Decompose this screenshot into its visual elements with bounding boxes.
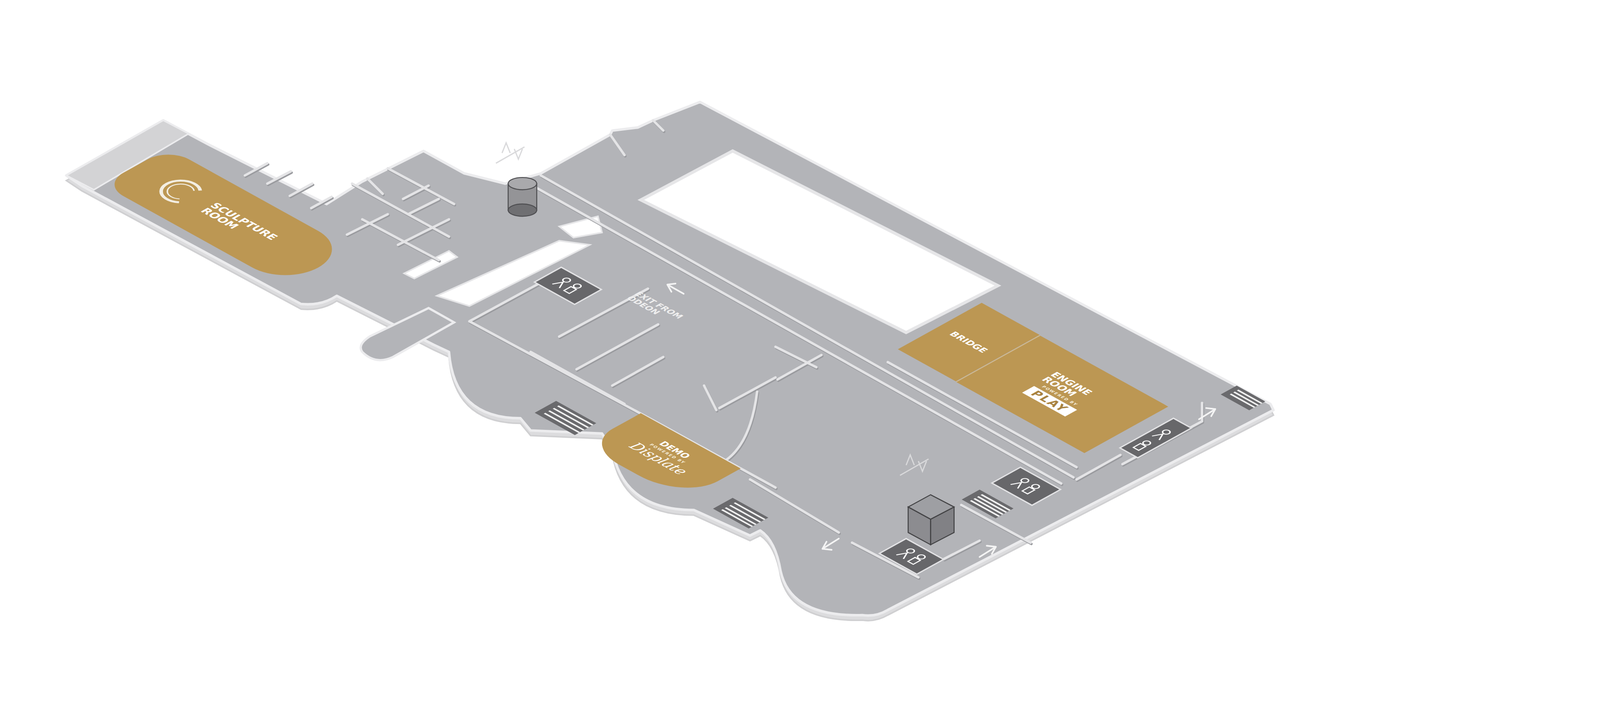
map-detail (1010, 480, 1025, 489)
stairs (1220, 385, 1266, 411)
map-detail (563, 286, 577, 294)
map-detail (907, 557, 921, 565)
map-detail (495, 142, 525, 164)
wall-shadow (245, 121, 1203, 579)
text-stack: ENGINE ROOMPOWERED BYPLAY (1020, 370, 1105, 418)
area-label: EXIT FROM ODEON (624, 290, 695, 330)
text-stack: BRIDGE (947, 330, 990, 355)
map-detail (1230, 390, 1262, 408)
map-detail (1152, 432, 1167, 440)
map-detail (900, 455, 929, 476)
map-detail (534, 400, 597, 435)
map-detail (1220, 385, 1266, 411)
escalator-symbol (495, 142, 929, 476)
map-detail (1132, 428, 1173, 451)
stairs (961, 490, 1014, 519)
map-detail (1010, 477, 1041, 494)
map-detail (667, 283, 684, 294)
map-detail (508, 177, 538, 190)
exhibit-room: DEMOPOWERED BYDisplate (583, 413, 741, 501)
map-detail (508, 204, 538, 217)
curved-wall (161, 181, 197, 201)
exhibit-room: SCULPTURE ROOM (102, 147, 352, 286)
toilet-room (991, 467, 1061, 506)
small-alcove (360, 308, 455, 361)
map-detail (534, 267, 602, 305)
map-detail (908, 495, 955, 520)
map-detail (552, 280, 567, 289)
courtyard (640, 150, 998, 333)
sponsor-text: Displate (625, 440, 692, 478)
map-detail (896, 547, 927, 565)
floor-slab (66, 102, 1274, 616)
map-detail (970, 494, 1010, 517)
stairs (534, 400, 597, 435)
room-name: BRIDGE (947, 330, 990, 355)
map-detail (879, 538, 944, 575)
map-detail (896, 551, 911, 560)
map-detail (552, 276, 583, 294)
map-detail (722, 502, 765, 527)
cylinder-lift (508, 177, 538, 217)
stairs (712, 497, 769, 529)
map-detail (979, 545, 996, 558)
toilet-room (879, 538, 944, 575)
map-detail (1199, 408, 1216, 420)
map-detail (1133, 443, 1146, 451)
exit-arrow (667, 283, 1216, 558)
map-detail (961, 490, 1014, 519)
map-detail (712, 497, 769, 529)
interior-wall (245, 120, 1203, 578)
toilet-room (534, 267, 602, 305)
curved-wall (152, 176, 204, 205)
map-detail (1022, 487, 1035, 495)
text-stack: SCULPTURE ROOM (198, 201, 288, 250)
glass-lift (908, 495, 955, 545)
map-detail (991, 467, 1061, 506)
room-name: SCULPTURE ROOM (198, 201, 288, 250)
map-detail (822, 538, 839, 550)
text-stack: DEMOPOWERED BYDisplate (625, 433, 705, 478)
map-detail (544, 405, 593, 433)
